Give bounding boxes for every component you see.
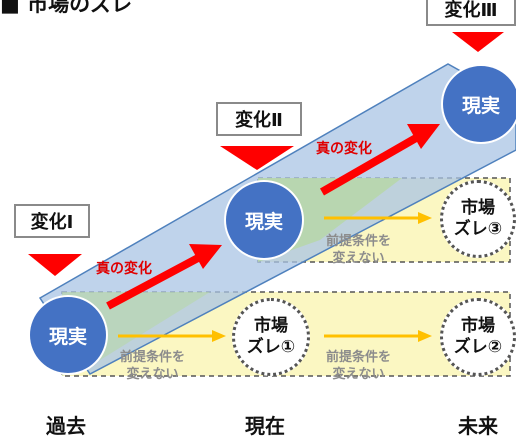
- premise-label-3-line2: 変えない: [332, 250, 385, 266]
- true-change-arrow-1: [106, 244, 222, 310]
- premise-label-2-line1: 前提条件を: [326, 350, 392, 365]
- premise-label-1-line1: 前提条件を: [120, 350, 186, 365]
- true-change-label-2: 真の変化: [316, 141, 372, 157]
- time-axis-present: 現在: [245, 414, 285, 438]
- time-axis-future: 未来: [458, 414, 498, 438]
- true-change-label-1: 真の変化: [96, 261, 152, 277]
- market-gap-2-line2: ズレ②: [453, 337, 503, 357]
- market-gap-2: 市場 ズレ②: [440, 298, 516, 376]
- change-label-1: 変化Ⅰ: [14, 204, 90, 238]
- market-gap-2-line1: 市場: [461, 315, 495, 336]
- premise-arrow-2: [324, 330, 432, 342]
- change-label-3: 変化Ⅲ: [426, 0, 516, 26]
- change-label-2: 変化Ⅱ: [216, 102, 302, 136]
- premise-label-3-line1: 前提条件を: [326, 234, 392, 249]
- premise-label-2: 前提条件を 変えない: [326, 350, 391, 384]
- time-axis-past: 過去: [46, 414, 86, 438]
- premise-label-1-line2: 変えない: [126, 366, 179, 382]
- change-marker-2: [220, 146, 294, 170]
- diagram-title: ■ 市場のズレ: [0, 0, 133, 16]
- premise-label-1: 前提条件を 変えない: [120, 350, 185, 384]
- premise-arrow-1: [118, 330, 226, 342]
- market-gap-1: 市場 ズレ①: [232, 298, 310, 376]
- change-marker-3: [452, 32, 504, 52]
- market-gap-3-line1: 市場: [461, 197, 495, 218]
- market-gap-3: 市場 ズレ③: [440, 180, 516, 258]
- market-gap-3-line2: ズレ③: [453, 219, 503, 239]
- market-gap-1-line2: ズレ①: [246, 337, 296, 357]
- true-change-arrow-2: [320, 124, 440, 196]
- change-marker-1: [28, 254, 82, 276]
- premise-label-3: 前提条件を 変えない: [326, 234, 391, 268]
- market-gap-1-line1: 市場: [254, 315, 288, 336]
- premise-label-2-line2: 変えない: [332, 366, 385, 382]
- premise-arrow-3: [324, 212, 432, 224]
- reality-circle-past: 現実: [30, 297, 106, 373]
- reality-circle-future: 現実: [443, 66, 516, 142]
- reality-circle-present: 現実: [226, 182, 302, 258]
